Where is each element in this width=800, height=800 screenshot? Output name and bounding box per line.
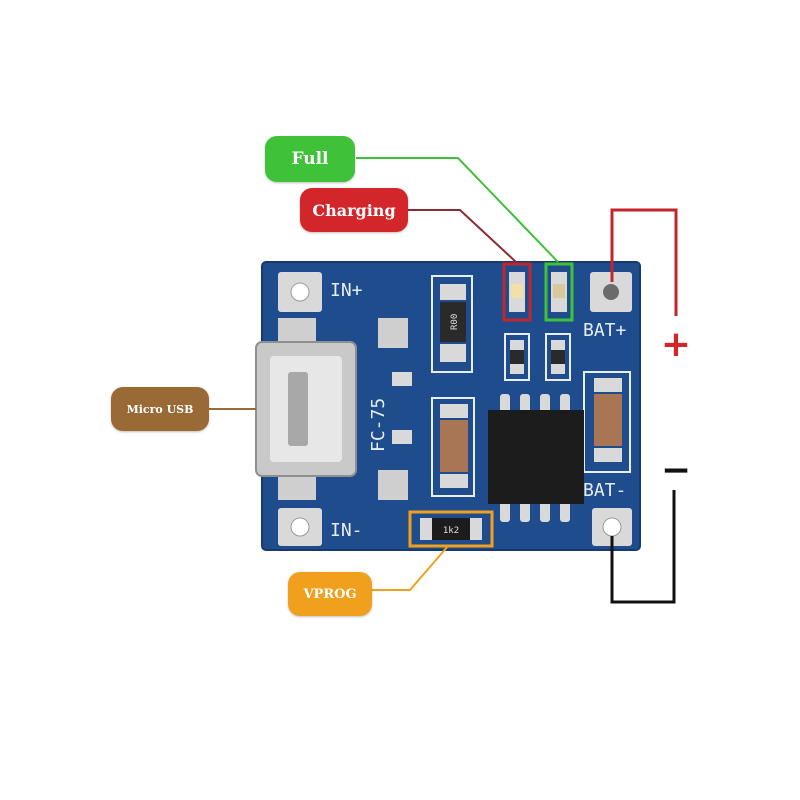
- label-inductor-code: R00: [450, 314, 460, 330]
- battery-positive-wire: [610, 208, 678, 316]
- pad-bat-plus: [590, 272, 632, 312]
- capacitor-left: [431, 397, 475, 497]
- full-led: [544, 262, 574, 322]
- battery-negative-wire: [610, 490, 676, 604]
- pad-in-minus: [278, 508, 322, 546]
- vprog-code: 1k2: [443, 526, 459, 536]
- negative-sign: −: [661, 450, 691, 491]
- callout-full: Full: [265, 136, 355, 182]
- positive-sign: +: [661, 324, 691, 365]
- label-bat-minus: BAT-: [583, 480, 626, 501]
- top-resistor: [431, 275, 473, 373]
- pad-in-plus: [278, 272, 322, 312]
- label-in-plus: IN+: [330, 280, 363, 301]
- label-in-minus: IN-: [330, 520, 363, 541]
- charging-led: [502, 262, 532, 322]
- led-resistor-1: [504, 333, 530, 381]
- label-bat-plus: BAT+: [583, 320, 627, 341]
- callout-micro-usb: Micro USB: [111, 387, 209, 431]
- full-leader-line: [356, 157, 559, 263]
- micro-usb-connector: [255, 318, 408, 500]
- smd-pad: [392, 430, 412, 444]
- smd-pad: [392, 372, 412, 386]
- vprog-leader-line: [372, 545, 449, 591]
- charger-ic: [488, 394, 584, 522]
- callout-charging: Charging: [300, 188, 408, 232]
- vprog-resistor: 1k2: [408, 510, 494, 548]
- label-board-id: FC-75: [368, 398, 389, 452]
- charging-leader-line: [408, 209, 517, 263]
- capacitor-right: [583, 371, 631, 473]
- callout-vprog: VPROG: [288, 572, 372, 616]
- led-resistor-2: [545, 333, 571, 381]
